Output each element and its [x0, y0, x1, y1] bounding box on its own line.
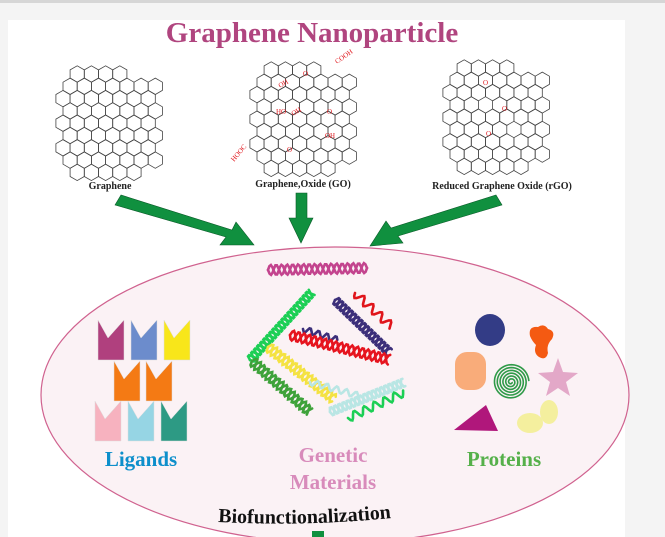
hexagon-ring — [277, 159, 293, 178]
dna-helix-strand — [246, 288, 315, 362]
hexagon-ring — [126, 163, 142, 182]
protein-blob — [529, 325, 554, 359]
hexagon-ring — [292, 159, 308, 178]
genetic-material-strands — [246, 261, 407, 422]
reduced-graphene-oxide-lattice — [442, 59, 550, 176]
hexagon-ring — [341, 147, 357, 165]
diagram-title: Graphene Nanoparticle — [166, 17, 459, 49]
dna-helix-strand — [266, 261, 369, 277]
dna-helix-strand — [288, 329, 392, 365]
arrow-graphene — [114, 194, 255, 246]
hexagon-ring — [485, 157, 501, 176]
hexagon-ring — [513, 157, 529, 176]
rna-strand — [352, 291, 393, 330]
group-label: O — [502, 105, 507, 113]
proteins-label: Proteins — [467, 447, 541, 471]
ligand-shapes — [94, 319, 191, 442]
protein-ellipse — [517, 413, 543, 433]
ligand-shape — [130, 319, 158, 361]
arrow-graphene-oxide — [288, 192, 314, 244]
graphene-oxide-lattice — [249, 61, 357, 178]
graphene-label: Graphene — [89, 181, 132, 192]
dna-helix-strand — [333, 296, 393, 354]
hexagon-ring — [98, 163, 114, 182]
hexagon-ring — [470, 157, 486, 176]
group-label: O — [303, 70, 308, 78]
hexagon-ring — [320, 159, 336, 178]
arrow-down-stub — [312, 531, 324, 537]
hexagon-ring — [306, 159, 322, 178]
dna-helix-strand — [266, 343, 338, 401]
hexagon-ring — [83, 163, 99, 182]
ligand-shape — [163, 319, 191, 361]
hexagon-ring — [499, 157, 515, 176]
ligand-shape — [160, 400, 188, 442]
hexagon-ring — [112, 163, 128, 182]
genetic-label-line1: Genetic — [299, 443, 368, 467]
hexagon-ring — [147, 151, 163, 169]
group-label: COOH — [334, 48, 355, 66]
top-border — [0, 0, 665, 3]
group-label: O — [486, 130, 491, 138]
protein-circle — [475, 314, 505, 346]
rna-strand — [346, 389, 405, 422]
genetic-label-line2: Materials — [290, 470, 376, 494]
ligand-shape — [113, 360, 141, 402]
ligand-shape — [145, 360, 173, 402]
protein-triangle — [454, 405, 498, 431]
group-label: O — [327, 108, 332, 116]
dna-helix-strand — [250, 357, 312, 416]
group-label: OH — [325, 132, 335, 140]
group-label: O — [483, 79, 488, 87]
ligand-shape — [97, 319, 125, 361]
group-label: HOOC — [229, 143, 248, 164]
dna-helix-strand — [328, 378, 407, 415]
group-label: HO — [276, 108, 286, 116]
hexagon-ring — [456, 157, 472, 176]
ligand-shape — [127, 400, 155, 442]
protein-cylinder — [455, 352, 486, 390]
protein-shapes — [454, 314, 578, 433]
group-label: OH — [277, 78, 290, 90]
arrow-rgo — [369, 194, 503, 247]
graphene-lattice — [55, 65, 163, 182]
rgo-functional-groups: O O O — [483, 79, 507, 138]
ligands-label: Ligands — [105, 447, 177, 471]
graphene-oxide-label: Graphene,Oxide (GO) — [255, 179, 351, 190]
group-label: O — [287, 146, 292, 154]
rgo-label: Reduced Graphene Oxide (rGO) — [432, 181, 572, 192]
group-label: OH — [290, 106, 303, 118]
hexagon-ring — [534, 145, 550, 163]
hexagon-ring — [69, 163, 85, 182]
protein-spiral — [493, 363, 530, 399]
dna-helix-strand — [249, 359, 314, 415]
ligand-shape — [94, 400, 122, 442]
go-functional-groups: COOH O OH HO OH O OH HOOC O — [229, 48, 354, 164]
hexagon-ring — [263, 159, 279, 178]
rna-strand — [308, 379, 360, 399]
protein-star — [538, 358, 578, 396]
protein-ellipse — [540, 400, 558, 424]
